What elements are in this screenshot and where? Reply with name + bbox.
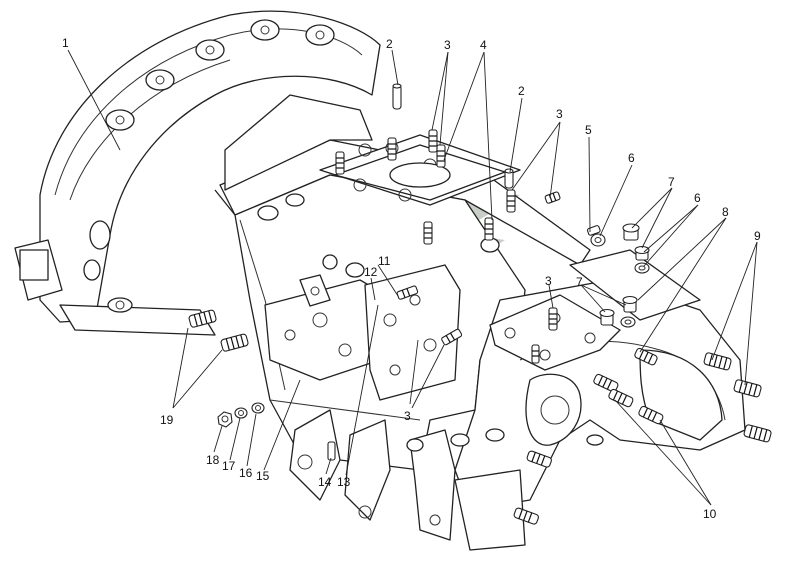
callout-6: 6 (694, 191, 701, 205)
callout-1: 1 (62, 36, 69, 50)
plug-7a (622, 223, 640, 241)
stud-top-2 (436, 144, 446, 168)
plug-5 (599, 308, 615, 326)
callout-7: 7 (668, 175, 675, 189)
studs (188, 83, 772, 525)
stud-10d (526, 450, 552, 468)
stud-top-6 (484, 217, 494, 241)
washer-7b (620, 316, 636, 328)
callout-6: 6 (628, 151, 635, 165)
callout-2: 2 (386, 37, 393, 51)
stud-10c (638, 405, 664, 425)
stud-5 (586, 225, 601, 236)
pin-2a (392, 83, 402, 110)
stud-10b (608, 388, 634, 408)
stud-19a (188, 309, 217, 328)
callout-16: 16 (239, 466, 253, 480)
callout-18: 18 (206, 453, 220, 467)
callout-11: 11 (378, 254, 391, 268)
stud-9b (733, 379, 762, 398)
plug-7b (622, 295, 638, 313)
washer-17 (234, 407, 248, 419)
callout-2: 2 (518, 84, 525, 98)
small-parts (217, 223, 650, 428)
callout-15: 15 (256, 469, 270, 483)
callout-labels: 1 2 2 3 3 3 3 4 5 6 6 7 7 8 9 10 11 12 1… (62, 36, 761, 521)
callout-14: 14 (318, 475, 332, 489)
pin-14 (327, 441, 336, 461)
callout-3: 3 (404, 409, 411, 423)
stud-top-4 (335, 151, 345, 175)
callout-3: 3 (556, 107, 563, 121)
callout-9: 9 (754, 229, 761, 243)
callout-19: 19 (160, 413, 174, 427)
stud-3-left (441, 328, 463, 346)
callout-13: 13 (337, 475, 351, 489)
stud-3-small (531, 344, 540, 364)
stud-11 (396, 285, 419, 300)
stud-top-7 (506, 189, 516, 213)
stud-10e (513, 507, 539, 525)
stud-top-1 (428, 129, 438, 153)
right-pad-plate (489, 249, 701, 371)
callout-10: 10 (703, 507, 717, 521)
leader-lines (67, 49, 758, 506)
washer-6a (590, 233, 606, 247)
stud-9a (703, 352, 732, 371)
callout-3: 3 (545, 274, 552, 288)
washer-16 (251, 402, 265, 414)
pin-2b (504, 168, 514, 189)
callout-5: 5 (585, 123, 592, 137)
stud-top-3 (387, 137, 397, 161)
callout-8: 8 (722, 205, 729, 219)
stud-top-5 (423, 221, 433, 245)
washer-6c (634, 262, 650, 274)
nut-18 (217, 411, 233, 428)
stud-8a (634, 347, 658, 366)
stud-3-right (544, 191, 561, 204)
callout-3: 3 (444, 38, 451, 52)
plug-6b (634, 245, 650, 261)
callout-12: 12 (364, 265, 378, 279)
stud-10a (593, 373, 619, 393)
stud-19b (220, 333, 249, 352)
stud-3-mid (548, 307, 558, 331)
side-bracket (264, 264, 461, 401)
callout-17: 17 (222, 459, 236, 473)
bell-housing (14, 10, 381, 336)
stud-9c (743, 424, 772, 443)
callout-7: 7 (576, 275, 583, 289)
top-cover-plate (319, 134, 521, 206)
callout-4: 4 (480, 38, 487, 52)
